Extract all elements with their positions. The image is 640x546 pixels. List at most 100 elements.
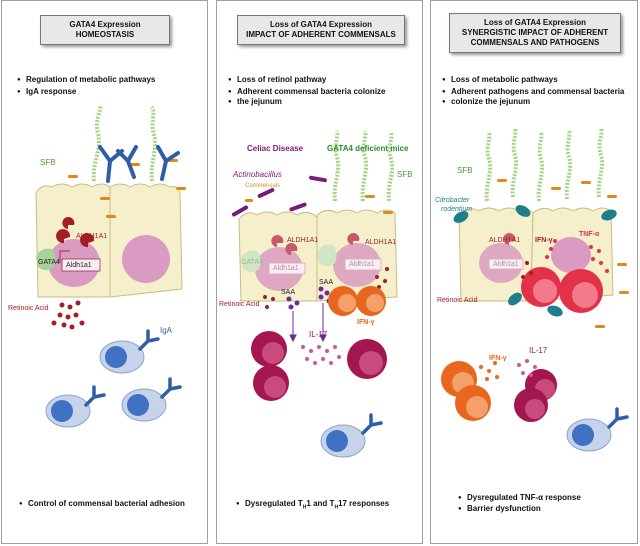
aldh1a1-label: ALDH1A1: [287, 237, 319, 244]
aldh1a1-protein: [271, 235, 284, 247]
ifn-gamma-label: IFN-γ: [357, 319, 375, 326]
gene-box: [344, 258, 382, 271]
aldh1a1-label: ALDH1A1: [365, 239, 397, 246]
ifn-gamma-label: IFN-γ: [489, 355, 507, 362]
panel-adherent-commensals: Loss of GATA4 Expression IMPACT OF ADHER…: [216, 0, 423, 544]
footer-bullet: Barrier dysfunction: [458, 504, 541, 514]
tnf-alpha-label: TNF-α: [579, 231, 600, 238]
iga-antibody: [361, 413, 383, 435]
iga-antibody: [607, 407, 629, 429]
panel-title: Loss of GATA4 Expression IMPACT OF ADHER…: [237, 15, 405, 45]
commensals-label: Commensals: [245, 183, 281, 189]
footer-subscript: H: [302, 504, 307, 511]
gene-box: [488, 258, 524, 270]
sfb-label: SFB: [397, 170, 413, 179]
aldh1a1-protein: [285, 243, 298, 255]
bullet-item: Adherent pathogens and commensal bacteri…: [442, 87, 624, 97]
gata4-label: GATA4: [241, 259, 263, 266]
panel-title: GATA4 Expression HOMEOSTASIS: [40, 15, 170, 45]
iga-antibody: [98, 145, 180, 183]
retinoic-acid-dots: [521, 261, 533, 279]
th17-cell: [253, 365, 289, 401]
inflammatory-cell: [559, 269, 603, 313]
title-line: COMMENSALS AND PATHOGENS: [470, 38, 600, 47]
bullet-item: Regulation of metabolic pathways: [17, 75, 155, 85]
retinoic-acid-label: Retinoic Acid: [8, 305, 49, 312]
aldh1a1-label: ALDH1A1: [76, 233, 108, 240]
sfb-filament: [332, 130, 395, 202]
footer-bullet: Dysregulated TNF-α response: [458, 493, 581, 503]
panel-synergistic-impact: Loss of GATA4 Expression SYNERGISTIC IMP…: [430, 0, 638, 544]
gene-box: [61, 258, 101, 272]
bullet-item: Adherent commensal bacteria colonize: [228, 87, 385, 97]
commensal-bacteria: [497, 179, 629, 328]
th17-cell: [514, 388, 548, 422]
saa-label: SAA: [281, 289, 296, 296]
bullet-item: IgA response: [17, 87, 76, 97]
footer-text: 17 responses: [338, 499, 390, 508]
gata4-mice-label: GATA4 deficient mice: [327, 144, 409, 153]
il17-label: IL-17: [309, 330, 328, 339]
celiac-label: Celiac Disease: [247, 144, 304, 153]
ifn-gamma-label: IFN-γ: [535, 237, 553, 244]
il17-dots: [517, 359, 537, 377]
b-cell: [566, 418, 612, 452]
gata4-protein-faded: [317, 244, 337, 266]
bullet-item: Loss of metabolic pathways: [442, 75, 558, 85]
footer-bullet: Dysregulated TH1 and TH17 responses: [236, 499, 390, 513]
ifn-dots: [479, 361, 499, 381]
title-line: Loss of GATA4 Expression: [270, 20, 372, 29]
gata4-label: GATA4: [38, 259, 60, 266]
nucleus: [122, 235, 170, 283]
inflammatory-cell: [521, 267, 561, 307]
sfb-label: SFB: [457, 166, 473, 175]
retinoic-acid-label: Retinoic Acid: [437, 297, 478, 304]
gata4-protein: [36, 248, 56, 270]
citrobacter-label: rodentium: [441, 206, 473, 213]
b-cell: [121, 388, 167, 422]
b-cell: [45, 394, 91, 428]
retinoic-acid-label: Retinoic Acid: [219, 301, 260, 308]
th17-cell: [251, 331, 287, 367]
title-line: Loss of GATA4 Expression: [484, 18, 586, 27]
bullet-item-continuation: colonize the jejunum: [442, 97, 530, 107]
th1-cell: [455, 385, 491, 421]
footer-text: Dysregulated T: [245, 499, 303, 508]
b-cell: [320, 424, 366, 458]
aldh1a1-protein: [503, 233, 516, 245]
pathogen-illustration: [441, 128, 629, 452]
iga-label: IgA: [160, 326, 173, 335]
il17-label: IL-17: [529, 346, 548, 355]
gata4-protein-faded: [241, 250, 261, 272]
iga-antibody: [84, 329, 182, 407]
gene-label: Aldh1a1: [349, 261, 375, 268]
footer-subscript: H: [334, 504, 339, 511]
footer-bullet: Control of commensal bacterial adhesion: [19, 499, 185, 509]
aldh1a1-protein: [347, 233, 360, 245]
gene-label: Aldh1a1: [273, 265, 299, 272]
b-cell: [99, 340, 145, 374]
citrobacter-label: Citrobacter: [435, 197, 470, 204]
gene-label: Aldh1a1: [493, 261, 519, 268]
commensal-bacteria: [245, 195, 393, 214]
promoter-arrow: [59, 250, 70, 263]
panel-homeostasis: GATA4 Expression HOMEOSTASIS Regulation …: [1, 0, 208, 544]
gene-label: Aldh1a1: [66, 262, 92, 269]
aldh1a1-protein: [80, 233, 95, 248]
th1-cell: [328, 286, 358, 316]
th1-cell: [356, 286, 386, 316]
retinoic-acid-dots: [51, 300, 85, 330]
il17-dots: [301, 345, 341, 365]
homeostasis-illustration: [35, 104, 186, 428]
title-line: GATA4 Expression: [69, 20, 141, 29]
actinobacillus: [231, 175, 327, 217]
sfb-filament: [91, 104, 158, 182]
sfb-label: SFB: [40, 158, 56, 167]
saa-label: SAA: [319, 279, 334, 286]
commensal-illustration: [231, 130, 398, 458]
aldh1a1-protein: [56, 229, 71, 244]
commensal-bacteria: [68, 159, 186, 218]
title-line: IMPACT OF ADHERENT COMMENSALS: [246, 30, 396, 39]
sfb-filament: [484, 128, 605, 202]
th17-cell: [347, 339, 387, 379]
